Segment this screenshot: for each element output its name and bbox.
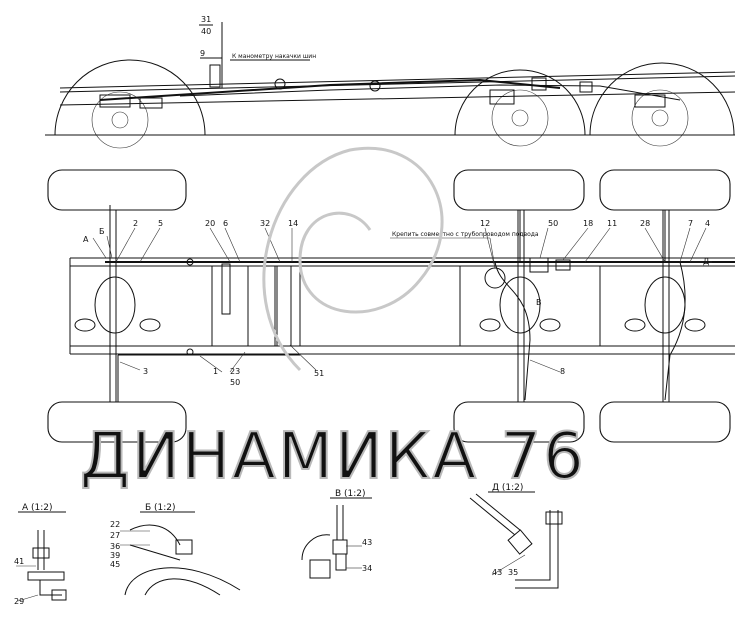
detail-v-label: 43 [362,538,372,547]
plan-label: 8 [560,367,565,376]
detail-d: Д (1:2) 43 35 [469,483,563,589]
plan-label: 12 [480,219,490,228]
callout-31: 31 [201,15,211,24]
detail-a: А (1:2) 41 29 [14,503,67,606]
watermark: ДИНАМИКА 76 [79,146,586,495]
detail-b-label: 39 [110,551,120,560]
plan-label: В [536,298,542,307]
detail-b-label: 22 [110,520,120,529]
plan-label: 14 [288,219,298,228]
plan-label: 32 [260,219,270,228]
detail-d-label: 35 [508,568,518,577]
plan-label: А [83,235,89,244]
detail-b-label: 36 [110,542,120,551]
detail-a-title: А (1:2) [22,503,53,513]
watermark-swirl [262,146,444,372]
plan-label: 3 [143,367,148,376]
plan-label: 23 [230,367,240,376]
callout-40: 40 [201,27,211,36]
plan-label: 1 [213,367,218,376]
detail-b-label: 27 [110,531,120,540]
plan-label: 11 [607,219,617,228]
plan-label: 51 [314,369,324,378]
plan-view-labels: А Б 2 5 20 6 32 14 12 50 18 11 28 7 4 Д … [83,219,710,387]
plan-label: 50 [548,219,558,228]
plan-label: Б [99,227,105,236]
callout-9: 9 [200,49,205,58]
plan-label: 6 [223,219,228,228]
side-note: К манометру накачки шин [232,53,316,60]
plan-label: 2 [133,219,138,228]
detail-b-title: Б (1:2) [145,503,176,513]
plan-label: 18 [583,219,593,228]
plan-note: Крепить совместно с трубопроводом подвод… [392,231,539,238]
plan-label: 5 [158,219,163,228]
detail-a-label: 29 [14,597,24,606]
plan-label: 28 [640,219,650,228]
plan-label: Д [703,257,709,266]
detail-b: Б (1:2) 22 27 36 39 45 [110,503,241,596]
detail-d-label: 43 [492,568,502,577]
plan-label: 4 [705,219,710,228]
plan-label: 50 [230,378,240,387]
plan-label: 7 [688,219,693,228]
detail-v-label: 34 [362,564,372,573]
plan-label: 20 [205,219,215,228]
plan-view [47,169,735,443]
side-view [45,22,736,149]
detail-a-label: 41 [14,557,24,566]
detail-v: В (1:2) 43 34 [301,489,372,579]
detail-b-label: 45 [110,560,120,569]
watermark-text: ДИНАМИКА 76 [80,420,586,494]
detail-v-title: В (1:2) [335,489,366,499]
detail-d-title: Д (1:2) [492,483,523,493]
